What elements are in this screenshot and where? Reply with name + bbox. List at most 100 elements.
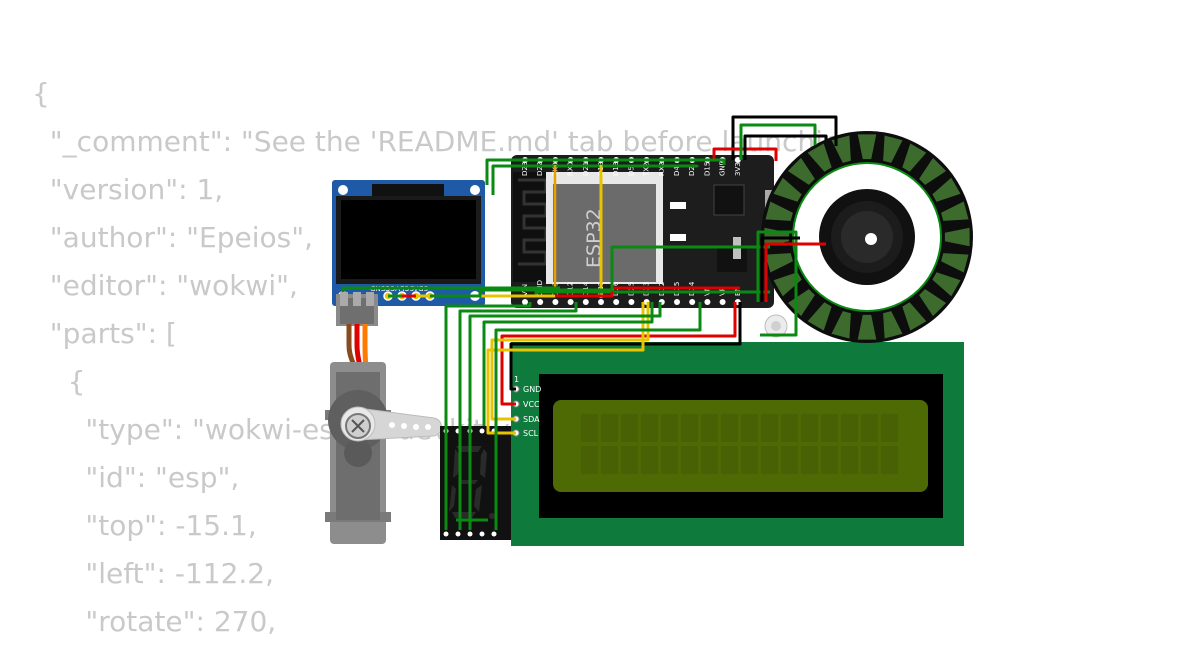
esp32-header-pin[interactable] — [522, 299, 528, 305]
lcd-pin-sda-label: SDA — [523, 415, 540, 424]
ring-led — [807, 143, 832, 172]
wire-red — [764, 242, 826, 302]
ring-led — [941, 253, 969, 273]
wire-black — [760, 236, 800, 302]
lcd-character-grid — [581, 414, 898, 474]
wire-green — [341, 286, 560, 292]
esp32-header-pin[interactable] — [689, 299, 696, 305]
lcd-char-cell — [781, 414, 798, 442]
esp32-header-pin[interactable] — [552, 299, 559, 305]
lcd-char-cell — [681, 446, 698, 474]
code-line: "version": 1, — [32, 173, 224, 206]
esp32-header-pin[interactable] — [674, 299, 680, 305]
wire-red — [500, 302, 737, 406]
lcd-char-cell — [741, 446, 758, 474]
lcd-pin-gnd-label: GND — [523, 385, 541, 394]
lcd-char-cell — [661, 446, 678, 474]
code-line: "author": "Epeios", — [32, 221, 314, 254]
ring-led — [857, 134, 877, 160]
seven-segment-pin[interactable] — [455, 531, 461, 537]
esp32-header-pin[interactable] — [719, 299, 726, 305]
wire-green — [494, 302, 702, 530]
seven-segment-pin[interactable] — [467, 531, 473, 537]
ring-led — [919, 289, 947, 317]
esp32-header-pin[interactable] — [613, 299, 620, 305]
lcd-char-cell — [661, 414, 678, 442]
lcd-char-cell — [721, 446, 738, 474]
wire-black — [743, 134, 828, 160]
esp32-header-pin[interactable] — [598, 299, 604, 305]
seven-segment-display[interactable] — [440, 426, 511, 540]
lcd-char-cell — [781, 446, 798, 474]
ring-led — [932, 272, 961, 297]
seven-segment-pin[interactable] — [479, 531, 485, 537]
lcd-char-cell — [741, 414, 758, 442]
wire-green — [458, 302, 578, 530]
esp32-pin-label: D5 — [627, 166, 635, 176]
circuit-canvas: 1 GND VCC SDA SCL GND VCC SCL SDA — [325, 115, 973, 546]
esp32-header-pin[interactable] — [704, 299, 711, 305]
wire-green — [482, 302, 654, 426]
code-line: { — [32, 77, 50, 110]
seven-segment-pin[interactable] — [491, 531, 497, 537]
code-line: "editor": "wokwi", — [32, 269, 298, 302]
esp32-pin-label: GND — [719, 160, 727, 176]
rgb-led[interactable] — [764, 314, 788, 338]
esp32-header-pin[interactable] — [537, 299, 544, 305]
code-line: "left": -112.2, — [32, 557, 275, 590]
lcd-char-cell — [721, 414, 738, 442]
esp32-pin-label: D23 — [521, 162, 529, 176]
ring-led — [765, 201, 793, 221]
ring-led — [902, 143, 927, 172]
code-line: "_comment": "See the 'README.md' tab bef… — [32, 125, 890, 158]
lcd-pin-scl-label: SCL — [523, 429, 539, 438]
wire-yellow — [490, 302, 650, 421]
lcd1602-display[interactable]: 1 GND VCC SDA SCL — [511, 342, 964, 546]
wire-green — [491, 164, 699, 195]
wire-black — [509, 302, 742, 391]
esp32-pin-label: D4 — [673, 166, 681, 176]
ssd1306-oled-display[interactable]: GND VCC SCL SDA — [332, 180, 485, 306]
lcd-char-cell — [681, 414, 698, 442]
ring-led — [883, 135, 903, 163]
lcd-char-cell — [801, 446, 818, 474]
ring-led — [807, 302, 832, 331]
lcd-char-cell — [641, 446, 658, 474]
lcd-char-cell — [861, 446, 878, 474]
ring-led — [919, 157, 947, 185]
servo-motor[interactable] — [325, 292, 442, 544]
lcd-char-cell — [701, 414, 718, 442]
wires — [341, 115, 838, 530]
esp32-pin-label: TX2 — [643, 162, 651, 177]
esp32-header-pin[interactable] — [582, 299, 589, 305]
lcd-char-cell — [581, 414, 598, 442]
esp32-header-pin[interactable] — [567, 299, 574, 305]
esp32-pin-label: D2 — [688, 166, 696, 176]
lcd-char-cell — [601, 414, 618, 442]
ring-led — [787, 157, 815, 185]
esp32-header-pin[interactable] — [628, 299, 635, 305]
esp32-pin-label: D15 — [703, 162, 711, 176]
lcd-char-cell — [761, 414, 778, 442]
code-line: "id": "esp", — [32, 461, 240, 494]
code-line: { — [32, 365, 86, 398]
ring-led — [932, 177, 961, 202]
lcd-pin1-marker: 1 — [514, 375, 519, 384]
lcd-char-cell — [841, 414, 858, 442]
seven-segment-pin[interactable] — [443, 531, 449, 537]
seven-segment-pin[interactable] — [479, 428, 485, 434]
lcd-char-cell — [821, 414, 838, 442]
lcd-char-cell — [761, 446, 778, 474]
lcd-char-cell — [701, 446, 718, 474]
lcd-char-cell — [881, 414, 898, 442]
wire-green — [430, 245, 770, 298]
lcd-char-cell — [801, 414, 818, 442]
esp32-pin-label: D22 — [536, 162, 544, 176]
ring-led — [773, 177, 802, 202]
lcd-char-cell — [641, 414, 658, 442]
led-ring-encoder[interactable] — [761, 131, 973, 343]
esp32-header-pin[interactable] — [734, 157, 741, 163]
lcd-char-cell — [621, 414, 638, 442]
code-line: "parts": [ — [32, 317, 177, 350]
